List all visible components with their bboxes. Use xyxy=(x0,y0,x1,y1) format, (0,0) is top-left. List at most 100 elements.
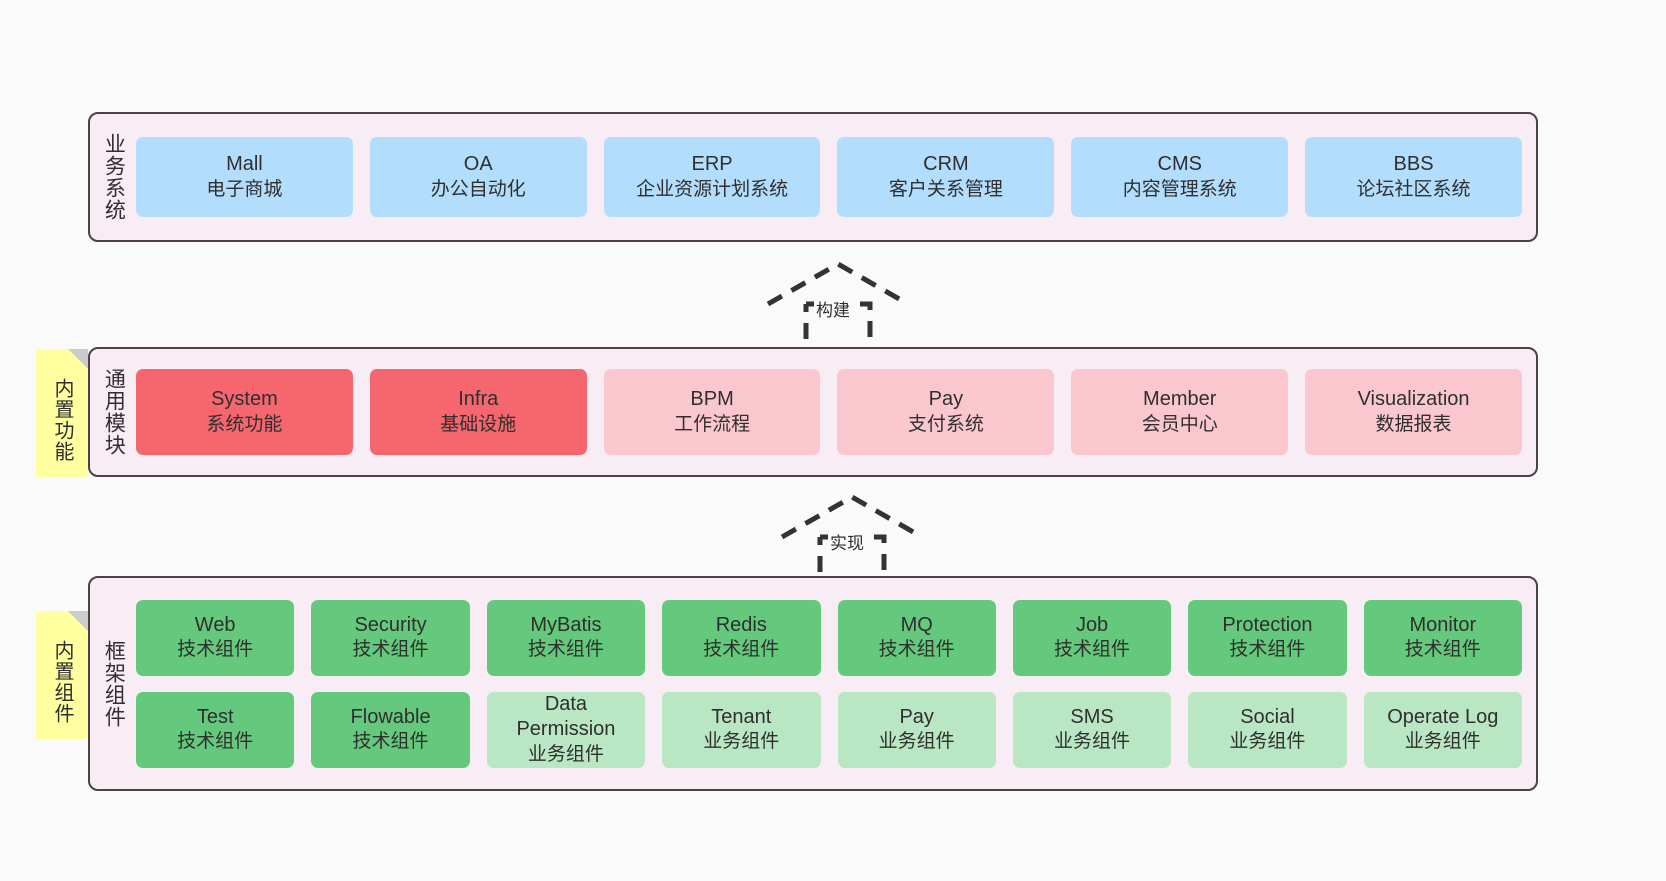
layer-body-framework-components: Web 技术组件 Security 技术组件 MyBatis 技术组件 Redi… xyxy=(136,578,1536,789)
node-subtitle: 技术组件 xyxy=(1054,639,1131,661)
node-title: OA xyxy=(463,153,493,176)
node-title: ERP xyxy=(691,153,733,176)
node-title: Monitor xyxy=(1409,613,1477,636)
node-erp[interactable]: ERP 企业资源计划系统 xyxy=(603,137,821,217)
node-subtitle: 会员中心 xyxy=(1141,413,1218,435)
node-subtitle: 工作流程 xyxy=(674,413,751,435)
node-subtitle: 支付系统 xyxy=(907,413,984,435)
node-title: Visualization xyxy=(1357,388,1470,411)
node-mall[interactable]: Mall 电子商城 xyxy=(136,137,353,217)
node-data-permission[interactable]: Data Permission 业务组件 xyxy=(486,691,646,768)
node-job[interactable]: Job 技术组件 xyxy=(1012,599,1172,676)
node-title: CMS xyxy=(1157,153,1202,176)
node-mq[interactable]: MQ 技术组件 xyxy=(837,599,996,676)
node-bbs[interactable]: BBS 论坛社区系统 xyxy=(1305,137,1522,217)
layer-title-framework-components: 框架组件 xyxy=(102,639,126,728)
node-title: Social xyxy=(1240,705,1295,728)
node-title: Job xyxy=(1075,613,1109,636)
node-row: Test 技术组件 Flowable 技术组件 Data Permission … xyxy=(136,691,1522,768)
node-title: Operate Log xyxy=(1387,705,1499,728)
node-title: Redis xyxy=(715,613,767,636)
node-subtitle: 技术组件 xyxy=(352,731,429,753)
note-builtin-component: 内置组件 xyxy=(36,611,88,739)
node-subtitle: 内容管理系统 xyxy=(1122,178,1237,200)
node-title: MyBatis xyxy=(530,613,602,636)
node-title: CRM xyxy=(923,153,969,176)
node-subtitle: 技术组件 xyxy=(352,639,429,661)
node-operate-log[interactable]: Operate Log 业务组件 xyxy=(1363,691,1522,768)
node-title: MQ xyxy=(900,613,933,636)
node-subtitle: 业务组件 xyxy=(878,731,955,753)
node-social[interactable]: Social 业务组件 xyxy=(1188,691,1347,768)
node-system[interactable]: System 系统功能 xyxy=(136,369,353,455)
node-protection[interactable]: Protection 技术组件 xyxy=(1188,599,1347,676)
node-sms[interactable]: SMS 业务组件 xyxy=(1012,691,1172,768)
node-web[interactable]: Web 技术组件 xyxy=(136,599,295,676)
node-infra[interactable]: Infra 基础设施 xyxy=(369,369,587,455)
node-pay-component[interactable]: Pay 业务组件 xyxy=(837,691,996,768)
node-mybatis[interactable]: MyBatis 技术组件 xyxy=(486,599,646,676)
node-row: Web 技术组件 Security 技术组件 MyBatis 技术组件 Redi… xyxy=(136,599,1522,676)
layer-body-business-systems: Mall 电子商城 OA 办公自动化 ERP 企业资源计划系统 CRM 客户关系… xyxy=(136,114,1536,240)
connector-implement: 实现 xyxy=(772,491,932,588)
node-visualization[interactable]: Visualization 数据报表 xyxy=(1305,369,1522,455)
node-subtitle: 企业资源计划系统 xyxy=(636,178,789,200)
node-subtitle: 技术组件 xyxy=(527,639,604,661)
node-monitor[interactable]: Monitor 技术组件 xyxy=(1363,599,1522,676)
node-subtitle: 业务组件 xyxy=(703,731,780,753)
node-subtitle: 论坛社区系统 xyxy=(1356,178,1471,200)
node-subtitle: 基础设施 xyxy=(440,413,517,435)
node-title: Test xyxy=(196,705,234,728)
layer-body-common-modules: System 系统功能 Infra 基础设施 BPM 工作流程 Pay 支付系统… xyxy=(136,349,1536,475)
node-crm[interactable]: CRM 客户关系管理 xyxy=(837,137,1055,217)
node-member[interactable]: Member 会员中心 xyxy=(1071,369,1289,455)
node-title: Tenant xyxy=(711,705,772,728)
note-label: 内置组件 xyxy=(51,640,73,724)
layer-business-systems: 业务系统 Mall 电子商城 OA 办公自动化 ERP 企业资源计划系统 CRM… xyxy=(88,112,1538,242)
node-tenant[interactable]: Tenant 业务组件 xyxy=(662,691,821,768)
note-builtin-function: 内置功能 xyxy=(36,349,88,477)
node-title: Infra xyxy=(458,388,499,411)
node-subtitle: 办公自动化 xyxy=(430,178,526,200)
node-test[interactable]: Test 技术组件 xyxy=(136,691,295,768)
node-title: Mall xyxy=(226,153,263,176)
node-title: Security xyxy=(354,613,427,636)
node-subtitle: 业务组件 xyxy=(527,743,604,765)
node-bpm[interactable]: BPM 工作流程 xyxy=(603,369,821,455)
node-subtitle: 技术组件 xyxy=(1404,639,1481,661)
node-subtitle: 技术组件 xyxy=(878,639,955,661)
connector-build-label: 构建 xyxy=(814,296,852,321)
note-label: 内置功能 xyxy=(51,378,73,462)
node-cms[interactable]: CMS 内容管理系统 xyxy=(1071,137,1289,217)
node-title: BPM xyxy=(690,388,734,411)
node-row: Mall 电子商城 OA 办公自动化 ERP 企业资源计划系统 CRM 客户关系… xyxy=(136,137,1522,217)
node-subtitle: 客户关系管理 xyxy=(888,178,1003,200)
node-title: Protection xyxy=(1222,613,1313,636)
node-security[interactable]: Security 技术组件 xyxy=(311,599,470,676)
layer-framework-components: 框架组件 Web 技术组件 Security 技术组件 MyBatis 技术组件… xyxy=(88,576,1538,791)
node-title: Pay xyxy=(928,388,964,411)
connector-implement-label: 实现 xyxy=(828,529,866,554)
node-subtitle: 电子商城 xyxy=(206,178,283,200)
node-subtitle: 技术组件 xyxy=(703,639,780,661)
layer-common-modules: 通用模块 System 系统功能 Infra 基础设施 BPM 工作流程 Pay… xyxy=(88,347,1538,477)
connector-build: 构建 xyxy=(758,258,918,355)
node-subtitle: 数据报表 xyxy=(1375,413,1452,435)
node-row: System 系统功能 Infra 基础设施 BPM 工作流程 Pay 支付系统… xyxy=(136,369,1522,455)
node-title: System xyxy=(211,388,278,411)
node-title: BBS xyxy=(1393,153,1434,176)
node-redis[interactable]: Redis 技术组件 xyxy=(662,599,821,676)
node-subtitle: 技术组件 xyxy=(177,639,254,661)
node-subtitle: 系统功能 xyxy=(206,413,283,435)
node-title: Member xyxy=(1143,388,1217,411)
layer-title-business-systems: 业务系统 xyxy=(102,133,126,221)
node-flowable[interactable]: Flowable 技术组件 xyxy=(311,691,470,768)
node-title: Data Permission xyxy=(516,692,616,741)
layer-title-common-modules: 通用模块 xyxy=(102,368,126,456)
node-title: Web xyxy=(194,613,236,636)
node-pay[interactable]: Pay 支付系统 xyxy=(837,369,1055,455)
node-subtitle: 业务组件 xyxy=(1229,731,1306,753)
node-title: Pay xyxy=(899,705,934,728)
node-oa[interactable]: OA 办公自动化 xyxy=(369,137,587,217)
node-subtitle: 业务组件 xyxy=(1054,731,1131,753)
